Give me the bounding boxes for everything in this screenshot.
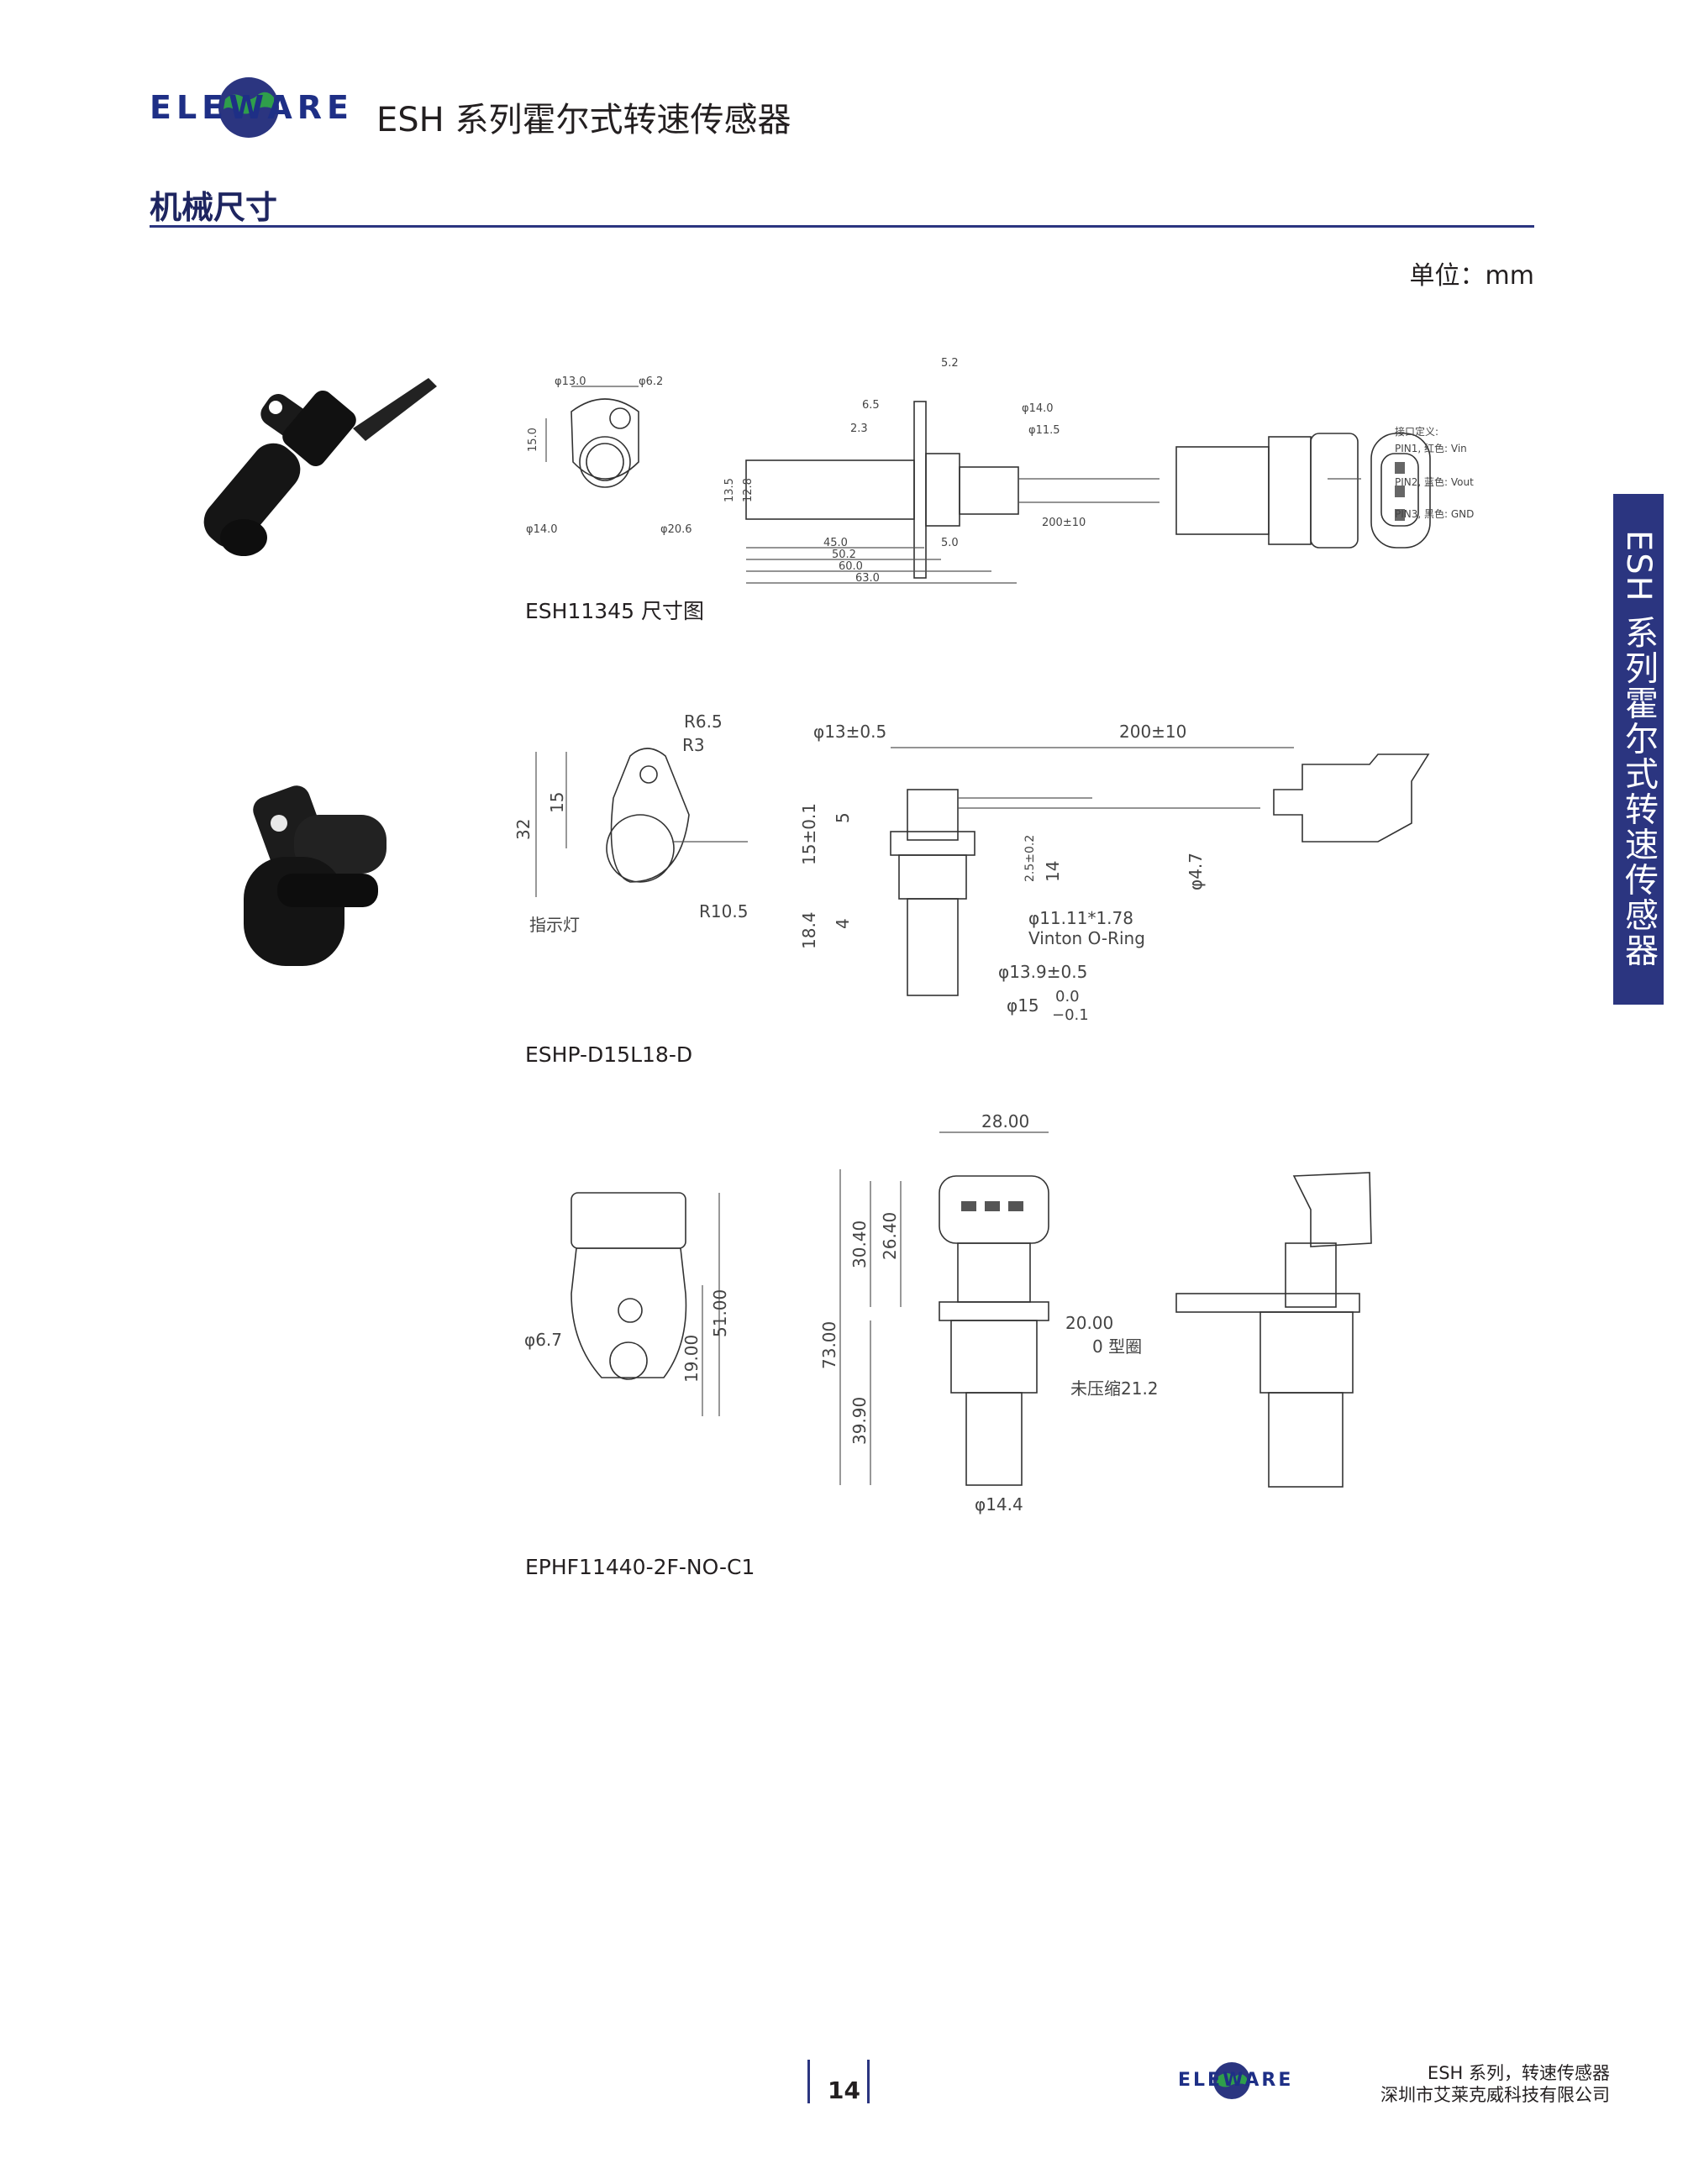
dim-d15-tol-up: 0.0 <box>1055 988 1080 1005</box>
dim-h15: 15.0 <box>527 428 539 452</box>
section-divider <box>150 225 1534 228</box>
dim-h2-5: 2.5±0.2 <box>1023 835 1037 882</box>
dim-h15: 15 <box>547 792 567 813</box>
dim-w5: 5.0 <box>941 537 959 549</box>
dim-r10-5: R10.5 <box>699 901 748 921</box>
dim-l200: 200±10 <box>1119 722 1186 742</box>
footer-company: 深圳市艾莱克威科技有限公司 <box>1380 2085 1610 2105</box>
dim-h19: 19.00 <box>681 1335 702 1383</box>
dim-h18-4: 18.4 <box>799 911 819 949</box>
drawing-eshp-d15l18-d: 32 15 R6.5 R3 R10.5 指示灯 φ13±0.5 200±10 1… <box>513 711 1430 1024</box>
caption-eshp-d15l18-d: ESHP-D15L18-D <box>525 1042 693 1067</box>
dim-d13: φ13.0 <box>555 375 586 388</box>
section-title: 机械尺寸 <box>150 189 278 226</box>
dim-w20: 20.00 <box>1065 1313 1113 1333</box>
dim-d15: φ15 <box>1007 995 1039 1016</box>
dim-h15b: 15±0.1 <box>799 803 819 865</box>
footer-bar-right <box>867 2060 870 2103</box>
dim-r3: R3 <box>682 735 705 755</box>
uncompressed-label: 未压缩21.2 <box>1070 1378 1159 1399</box>
pin-def-1: PIN1, 红色: Vin <box>1395 442 1467 454</box>
pin-def-title: 接口定义: <box>1395 425 1438 438</box>
globe-logo-small-icon <box>1213 2062 1250 2099</box>
unit-label: 单位：mm <box>1409 261 1534 291</box>
dim-d6-7: φ6.7 <box>524 1330 562 1350</box>
oring-spec: φ11.11*1.78 <box>1028 908 1133 928</box>
footer-logo-text: ELEWARE <box>1178 2070 1294 2091</box>
dim-d6-2: φ6.2 <box>639 375 663 388</box>
dim-d14-4: φ14.4 <box>975 1494 1023 1515</box>
footer-series: ESH 系列，转速传感器 <box>1427 2063 1610 2083</box>
oring-name: Vinton O-Ring <box>1028 928 1145 948</box>
dim-d20-6: φ20.6 <box>660 523 692 536</box>
header-logo: ELEWARE <box>150 74 349 141</box>
indicator-label: 指示灯 <box>529 915 580 935</box>
dim-d14: φ14.0 <box>526 523 558 536</box>
dim-h30-4: 30.40 <box>849 1221 870 1268</box>
dim-h73: 73.00 <box>819 1321 839 1369</box>
dim-h5: 5 <box>833 812 853 823</box>
dim-l50-2: 50.2 <box>832 549 856 561</box>
dim-h12-8: 12.8 <box>742 478 755 502</box>
header-title: ESH 系列霍尔式转速传感器 <box>376 101 791 139</box>
dim-h13-5: 13.5 <box>723 478 736 502</box>
dim-d11-5: φ11.5 <box>1028 424 1060 437</box>
pin-def-3: PIN3, 黑色: GND <box>1395 508 1474 520</box>
dim-h51: 51.00 <box>710 1289 730 1337</box>
footer-bar-left <box>807 2060 810 2103</box>
drawing-ephf11440: φ6.7 19.00 51.00 28.00 73.00 30.40 26.40… <box>524 1111 1372 1515</box>
dim-l200: 200±10 <box>1042 517 1086 529</box>
footer-logo: ELEWARE <box>1178 2060 1291 2102</box>
dim-w5-2: 5.2 <box>941 357 959 370</box>
dim-d14b: φ14.0 <box>1022 402 1054 415</box>
dim-l60: 60.0 <box>839 560 863 573</box>
dim-w2-3: 2.3 <box>850 423 868 435</box>
dim-l45: 45.0 <box>823 537 848 549</box>
dim-h14: 14 <box>1043 861 1063 882</box>
dim-h4: 4 <box>833 918 853 929</box>
dim-h26-4: 26.40 <box>880 1212 900 1260</box>
product-photo-eshp-d15l18-d <box>244 785 387 966</box>
pin-def-2: PIN2, 蓝色: Vout <box>1395 476 1474 488</box>
oring-label: 0 型圈 <box>1092 1336 1142 1357</box>
caption-ephf11440: EPHF11440-2F-NO-C1 <box>525 1555 755 1579</box>
page-number: 14 <box>828 2076 860 2104</box>
dim-w28: 28.00 <box>981 1111 1029 1131</box>
dim-w6-5: 6.5 <box>862 399 880 412</box>
side-tab: ESH 系列霍尔式转速传感器 <box>1613 494 1664 1005</box>
dim-h39-9: 39.90 <box>849 1397 870 1445</box>
side-tab-label: ESH 系列霍尔式转速传感器 <box>1619 530 1658 969</box>
product-photo-esh11345 <box>203 378 437 556</box>
dim-r6-5: R6.5 <box>684 711 723 732</box>
dim-d13-9: φ13.9±0.5 <box>998 962 1087 982</box>
dim-h32: 32 <box>513 819 534 840</box>
dim-d4-7: φ4.7 <box>1186 853 1206 890</box>
dim-d15-tol-dn: −0.1 <box>1052 1006 1089 1024</box>
drawing-esh11345: φ13.0 φ6.2 15.0 φ14.0 φ20.6 接口定义: PIN1, … <box>526 357 1474 585</box>
header-logo-text: ELEWARE <box>150 89 354 126</box>
caption-esh11345: ESH11345 尺寸图 <box>525 599 704 623</box>
globe-logo-icon <box>218 77 279 138</box>
dim-l63: 63.0 <box>855 572 880 585</box>
dim-d13: φ13±0.5 <box>813 722 886 742</box>
